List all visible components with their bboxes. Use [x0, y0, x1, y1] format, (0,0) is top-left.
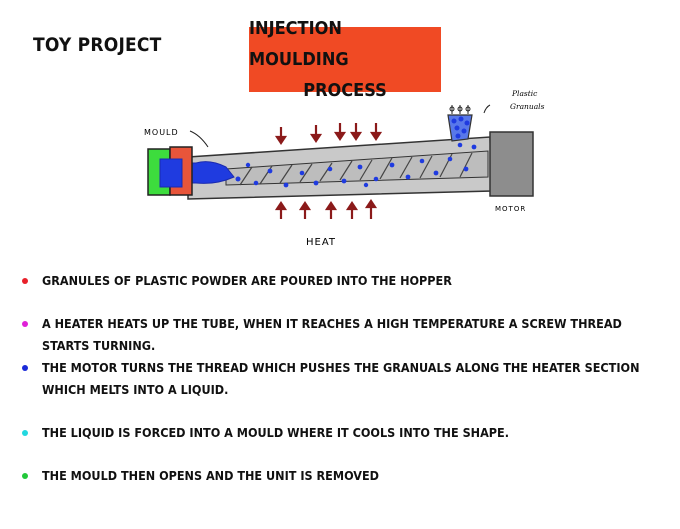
- title-line-2: PROCESS: [303, 80, 387, 101]
- title-line-1: INJECTION MOULDING: [249, 18, 349, 70]
- motor: [489, 131, 534, 197]
- molten-plastic: [181, 161, 235, 184]
- plastic-granules: [235, 142, 477, 188]
- injection-moulding-diagram: MOULD MOTOR Plastic Granuals: [144, 89, 545, 248]
- heat-arrows-bottom: [274, 199, 378, 219]
- step-text: THE LIQUID IS FORCED INTO A MOULD WHERE …: [42, 425, 509, 440]
- granules-label-line-1: Plastic: [511, 89, 538, 98]
- bullet-icon: [22, 473, 28, 479]
- step-text: THE MOULD THEN OPENS AND THE UNIT IS REM…: [42, 468, 380, 483]
- page-title: INJECTION MOULDING PROCESS: [249, 18, 441, 101]
- step-text: GRANULES OF PLASTIC POWDER ARE POURED IN…: [42, 273, 452, 288]
- step-text: A HEATER HEATS UP THE TUBE, WHEN IT REAC…: [42, 316, 622, 353]
- bullet-icon: [22, 430, 28, 436]
- mould-pointer: [189, 130, 209, 148]
- screw-thread: [239, 152, 473, 186]
- mould-cavity-plastic: [159, 158, 183, 188]
- bullet-icon: [22, 321, 28, 327]
- heat-arrows-top: [274, 123, 383, 145]
- hopper-granules: [451, 116, 470, 139]
- bullet-icon: [22, 278, 28, 284]
- pouring-granules-icon: [449, 105, 471, 114]
- project-label: TOY PROJECT: [33, 34, 162, 56]
- bullet-icon: [22, 365, 28, 371]
- motor-label: MOTOR: [495, 205, 526, 213]
- granules-pointer: [483, 104, 491, 114]
- heat-label: HEAT: [306, 237, 336, 248]
- granules-label-line-2: Granuals: [510, 102, 545, 111]
- step-text: THE MOTOR TURNS THE THREAD WHICH PUSHES …: [42, 360, 640, 397]
- mould-label: MOULD: [144, 128, 179, 137]
